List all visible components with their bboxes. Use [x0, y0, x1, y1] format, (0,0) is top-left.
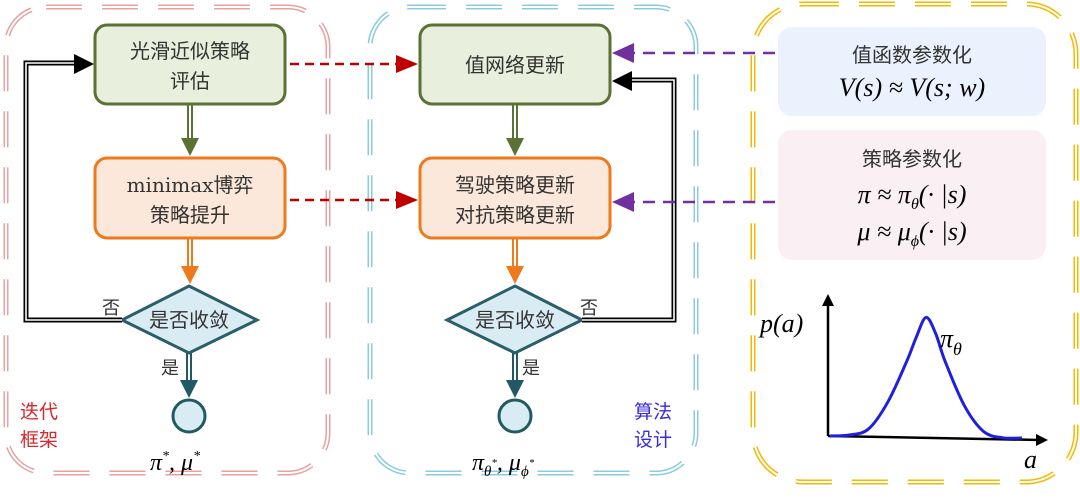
pi-theta-curve — [829, 315, 1023, 440]
left-output-label: π*, μ* — [150, 449, 200, 476]
x-axis-arrowhead — [1036, 434, 1048, 446]
improve-box-line1: minimax博弈 — [127, 173, 254, 197]
middle-loop-arrow — [582, 71, 677, 323]
middle-decision-diamond: 是否收敛 — [443, 284, 586, 355]
middle-yes-label: 是 — [522, 358, 540, 379]
arrow-value-to-policy — [506, 104, 524, 156]
policy-distribution-plot: p(a) a πθ — [758, 294, 1048, 474]
iterative-frame-label-line2: 框架 — [20, 429, 58, 451]
improve-box: minimax博弈 策略提升 — [93, 156, 287, 240]
left-no-label: 否 — [102, 298, 120, 319]
policy-param-formula-pi: π ≈ πθ(· |s) — [858, 180, 967, 213]
value-network-box: 值网络更新 — [418, 23, 612, 106]
value-network-box-text: 值网络更新 — [465, 53, 565, 77]
policy-param-title: 策略参数化 — [862, 147, 962, 171]
iterative-frame-border — [3, 4, 331, 476]
policy-update-box-line2: 对抗策略更新 — [455, 203, 575, 227]
algorithm-frame-border — [367, 4, 699, 476]
policy-param-formula-mu: μ ≈ μϕ(· |s) — [856, 217, 966, 250]
purple-connector-value-param — [612, 43, 775, 63]
iterative-frame-label-line1: 迭代 — [20, 401, 58, 423]
plot-curve-label: πθ — [940, 324, 962, 359]
middle-decision-text: 是否收敛 — [475, 308, 555, 332]
left-yes-label: 是 — [161, 358, 179, 379]
algorithm-frame-label-line2: 设计 — [634, 429, 672, 451]
left-loop-arrow — [23, 54, 122, 323]
middle-yes-arrow — [506, 353, 524, 398]
policy-update-box: 驾驶策略更新 对抗策略更新 — [418, 156, 612, 240]
value-param-title: 值函数参数化 — [852, 43, 972, 67]
policy-update-box-line1: 驾驶策略更新 — [455, 173, 575, 197]
arrow-eval-to-improve — [181, 104, 199, 156]
left-yes-arrow — [180, 353, 198, 398]
left-terminal-node — [171, 398, 207, 434]
arrow-improve-to-decision — [181, 238, 199, 284]
eval-box: 光滑近似策略 评估 — [93, 23, 287, 106]
eval-box-line1: 光滑近似策略 — [130, 39, 250, 63]
parameterization-frame-border — [750, 1, 1079, 485]
plot-ylabel: p(a) — [758, 309, 803, 338]
eval-box-line2: 评估 — [170, 69, 210, 93]
algorithm-frame-label-line1: 算法 — [634, 401, 672, 423]
y-axis-arrowhead — [822, 294, 834, 306]
middle-output-label: πθ*, μϕ* — [472, 450, 535, 480]
middle-terminal-node — [497, 398, 533, 434]
plot-xlabel: a — [1024, 445, 1037, 474]
arrow-policy-to-decision — [506, 238, 524, 284]
value-param-panel: 值函数参数化 V(s) ≈ V(s; w) — [778, 27, 1046, 116]
improve-box-line2: 策略提升 — [150, 203, 230, 227]
left-decision-text: 是否收敛 — [149, 308, 229, 332]
left-decision-diamond: 是否收敛 — [118, 284, 261, 355]
middle-no-label: 否 — [580, 298, 598, 319]
red-connector-eval-to-value — [290, 55, 418, 73]
value-param-formula: V(s) ≈ V(s; w) — [839, 73, 985, 102]
policy-param-panel: 策略参数化 π ≈ πθ(· |s) μ ≈ μϕ(· |s) — [778, 130, 1046, 260]
purple-connector-policy-param — [612, 192, 775, 212]
red-connector-improve-to-policy — [290, 191, 418, 209]
